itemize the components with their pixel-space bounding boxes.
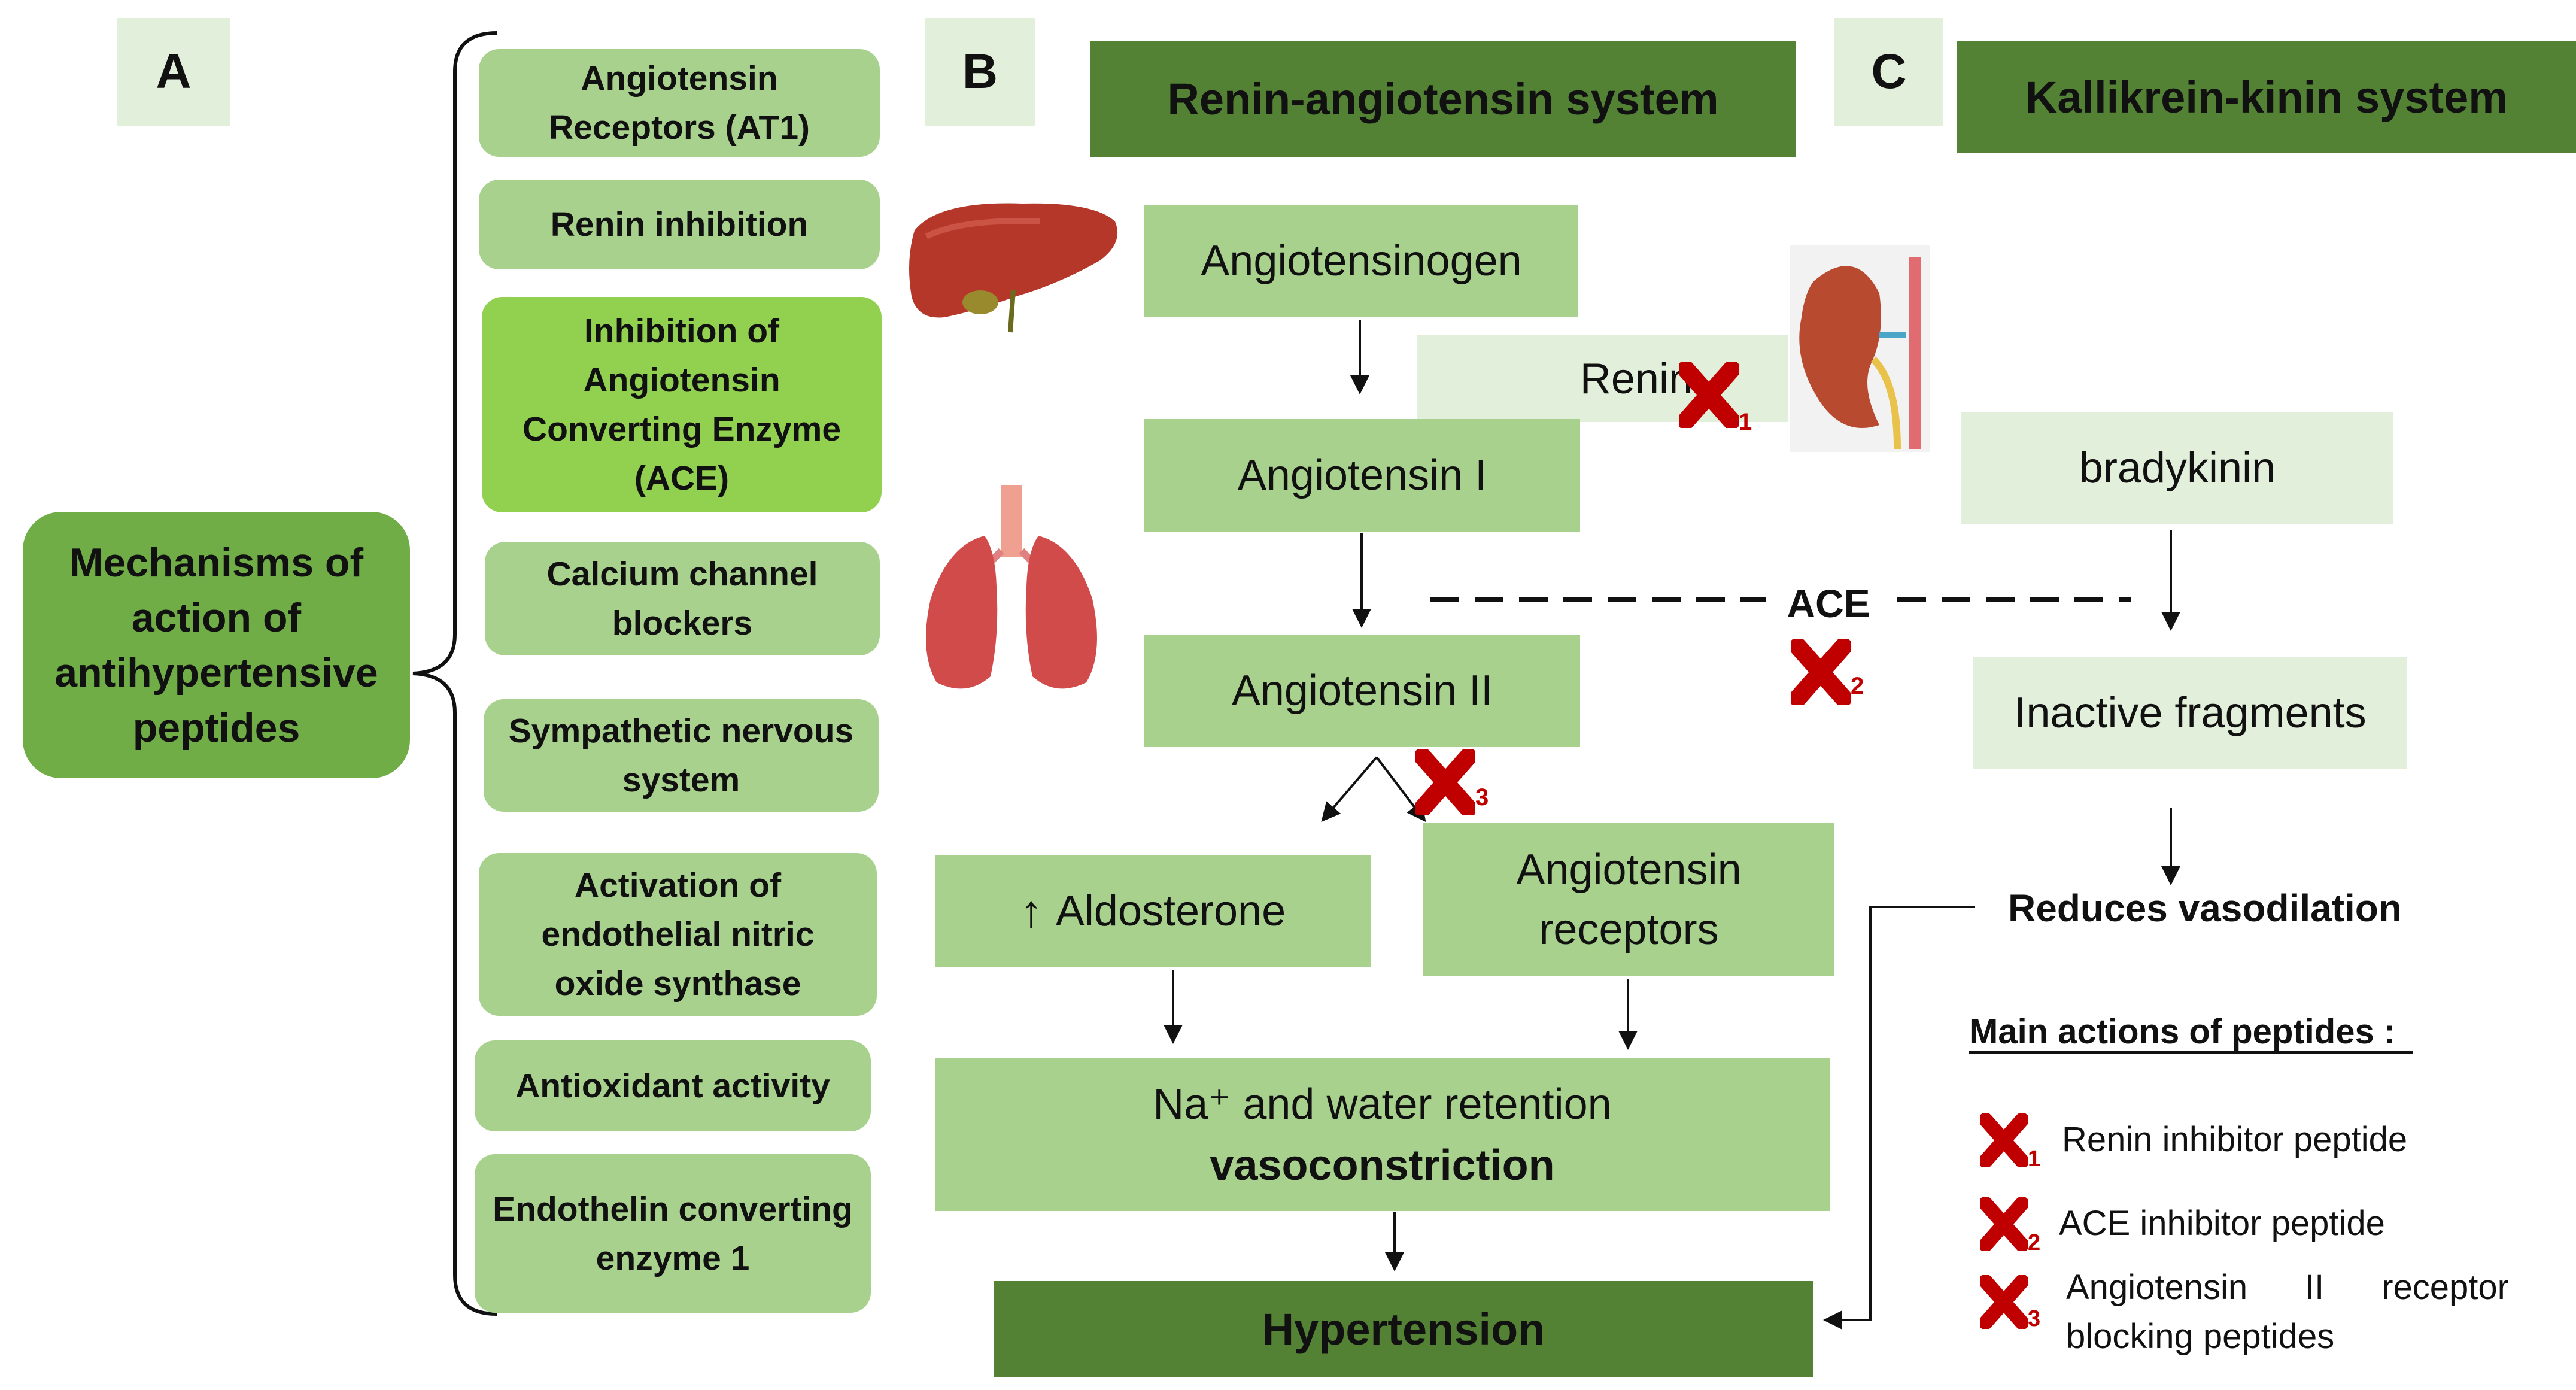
angiotensin-receptors-node: Angiotensin receptors xyxy=(1423,823,1834,976)
mechanism-item-renin: Renin inhibition xyxy=(479,180,880,269)
panel-label-a: A xyxy=(117,18,230,126)
inhibition-marker-number: 1 xyxy=(1739,409,1752,435)
red-x-icon xyxy=(1414,748,1477,817)
mechanism-item-label: Activation of endothelial nitric oxide s… xyxy=(541,866,815,1003)
legend-item-text: ACE inhibitor peptide xyxy=(2059,1204,2385,1243)
mechanism-item-ace: Inhibition of Angiotensin Converting Enz… xyxy=(482,297,882,512)
red-x-icon xyxy=(1980,1275,2028,1329)
inhibition-marker-2: 2 xyxy=(1789,638,1864,707)
mechanism-item-label: Sympathetic nervous system xyxy=(508,712,854,799)
inhibition-marker-3: 3 xyxy=(1414,748,1489,817)
mechanism-item-sympathetic: Sympathetic nervous system xyxy=(484,699,879,812)
reduces-vasodilation-label: Reduces vasodilation xyxy=(2008,887,2402,930)
legend-item: 3 Angiotensin II receptor blocking pepti… xyxy=(1975,1263,2544,1365)
inactive-fragments-label: Inactive fragments xyxy=(2014,689,2367,737)
inhibition-marker-number: 3 xyxy=(1475,784,1489,811)
mechanism-item-ece1: Endothelin converting enzyme 1 xyxy=(475,1154,871,1313)
mechanism-item-label: Antioxidant activity xyxy=(515,1067,830,1105)
ras-title-text: Renin-angiotensin system xyxy=(1167,74,1719,124)
red-x-icon xyxy=(1789,638,1852,707)
legend-item: 2 ACE inhibitor peptide xyxy=(1975,1197,2544,1257)
angiotensin-receptors-label: Angiotensin receptors xyxy=(1516,845,1742,954)
mechanisms-center-node: Mechanisms of action of antihypertensive… xyxy=(23,512,410,778)
renin-label: Renin xyxy=(1579,354,1693,403)
arrow-reduces-to-hypertension xyxy=(1823,906,1975,1330)
kks-title-text: Kallikrein-kinin system xyxy=(2025,72,2508,122)
mechanism-item-label: Inhibition of Angiotensin Converting Enz… xyxy=(522,312,842,497)
mechanism-item-label: Endothelin converting enzyme 1 xyxy=(493,1189,853,1277)
angiotensin-2-node: Angiotensin II xyxy=(1144,635,1580,747)
ace-label: ACE xyxy=(1787,581,1870,626)
kks-title: Kallikrein-kinin system xyxy=(1957,41,2576,153)
angiotensin-1-label: Angiotensin I xyxy=(1237,451,1487,499)
legend-item-number: 3 xyxy=(2028,1306,2041,1331)
panel-label-b: B xyxy=(925,18,1035,126)
red-x-icon xyxy=(1980,1113,2028,1167)
legend-item-number: 1 xyxy=(2028,1146,2041,1172)
legend-title: Main actions of peptides : xyxy=(1969,1012,2396,1051)
angiotensin-2-label: Angiotensin II xyxy=(1231,667,1493,715)
red-x-icon xyxy=(1677,360,1740,430)
arrow-ang2-to-aldosterone xyxy=(1321,756,1378,823)
bradykinin-node: bradykinin xyxy=(1961,412,2393,524)
mechanism-item-label: Calcium channel blockers xyxy=(546,555,818,642)
aldosterone-node: ↑ Aldosterone xyxy=(935,855,1371,967)
mechanism-item-label: Angiotensin Receptors (AT1) xyxy=(548,59,810,147)
kidney-icon xyxy=(1790,245,1930,452)
inhibition-marker-1: 1 xyxy=(1677,360,1752,435)
inactive-fragments-node: Inactive fragments xyxy=(1973,657,2407,769)
mechanisms-center-label: Mechanisms of action of antihypertensive… xyxy=(54,539,378,751)
vasoconstriction-label: vasoconstriction xyxy=(1210,1141,1555,1189)
legend-item: 1 Renin inhibitor peptide xyxy=(1975,1113,2544,1173)
hypertension-node: Hypertension xyxy=(994,1281,1813,1377)
mechanism-item-calcium: Calcium channel blockers xyxy=(485,542,880,655)
retention-node: Na⁺ and water retention vasoconstriction xyxy=(935,1058,1830,1211)
mechanism-item-antioxidant: Antioxidant activity xyxy=(475,1040,871,1131)
legend-item-text: Angiotensin II receptor blocking peptide… xyxy=(2066,1268,2509,1356)
mechanism-item-at1: Angiotensin Receptors (AT1) xyxy=(479,49,880,157)
hypertension-label: Hypertension xyxy=(1262,1304,1545,1354)
bradykinin-label: bradykinin xyxy=(2079,444,2276,492)
lungs-icon xyxy=(913,479,1110,700)
brace xyxy=(412,31,497,1316)
inhibition-marker-number: 2 xyxy=(1851,673,1864,699)
ras-title: Renin-angiotensin system xyxy=(1090,41,1796,157)
liver-icon xyxy=(903,195,1124,341)
aldosterone-label: Aldosterone xyxy=(1055,887,1286,935)
legend-item-text: Renin inhibitor peptide xyxy=(2062,1120,2408,1159)
mechanism-item-enos: Activation of endothelial nitric oxide s… xyxy=(479,853,877,1016)
angiotensinogen-label: Angiotensinogen xyxy=(1201,237,1522,285)
mechanism-item-label: Renin inhibition xyxy=(550,205,809,244)
legend-item-number: 2 xyxy=(2028,1230,2041,1255)
angiotensinogen-node: Angiotensinogen xyxy=(1144,205,1578,317)
red-x-icon xyxy=(1980,1197,2028,1251)
retention-label: Na⁺ and water retention xyxy=(1153,1080,1612,1128)
angiotensin-1-node: Angiotensin I xyxy=(1144,419,1580,532)
panel-label-c: C xyxy=(1834,18,1943,126)
aldosterone-up-arrow: ↑ xyxy=(1019,885,1043,937)
